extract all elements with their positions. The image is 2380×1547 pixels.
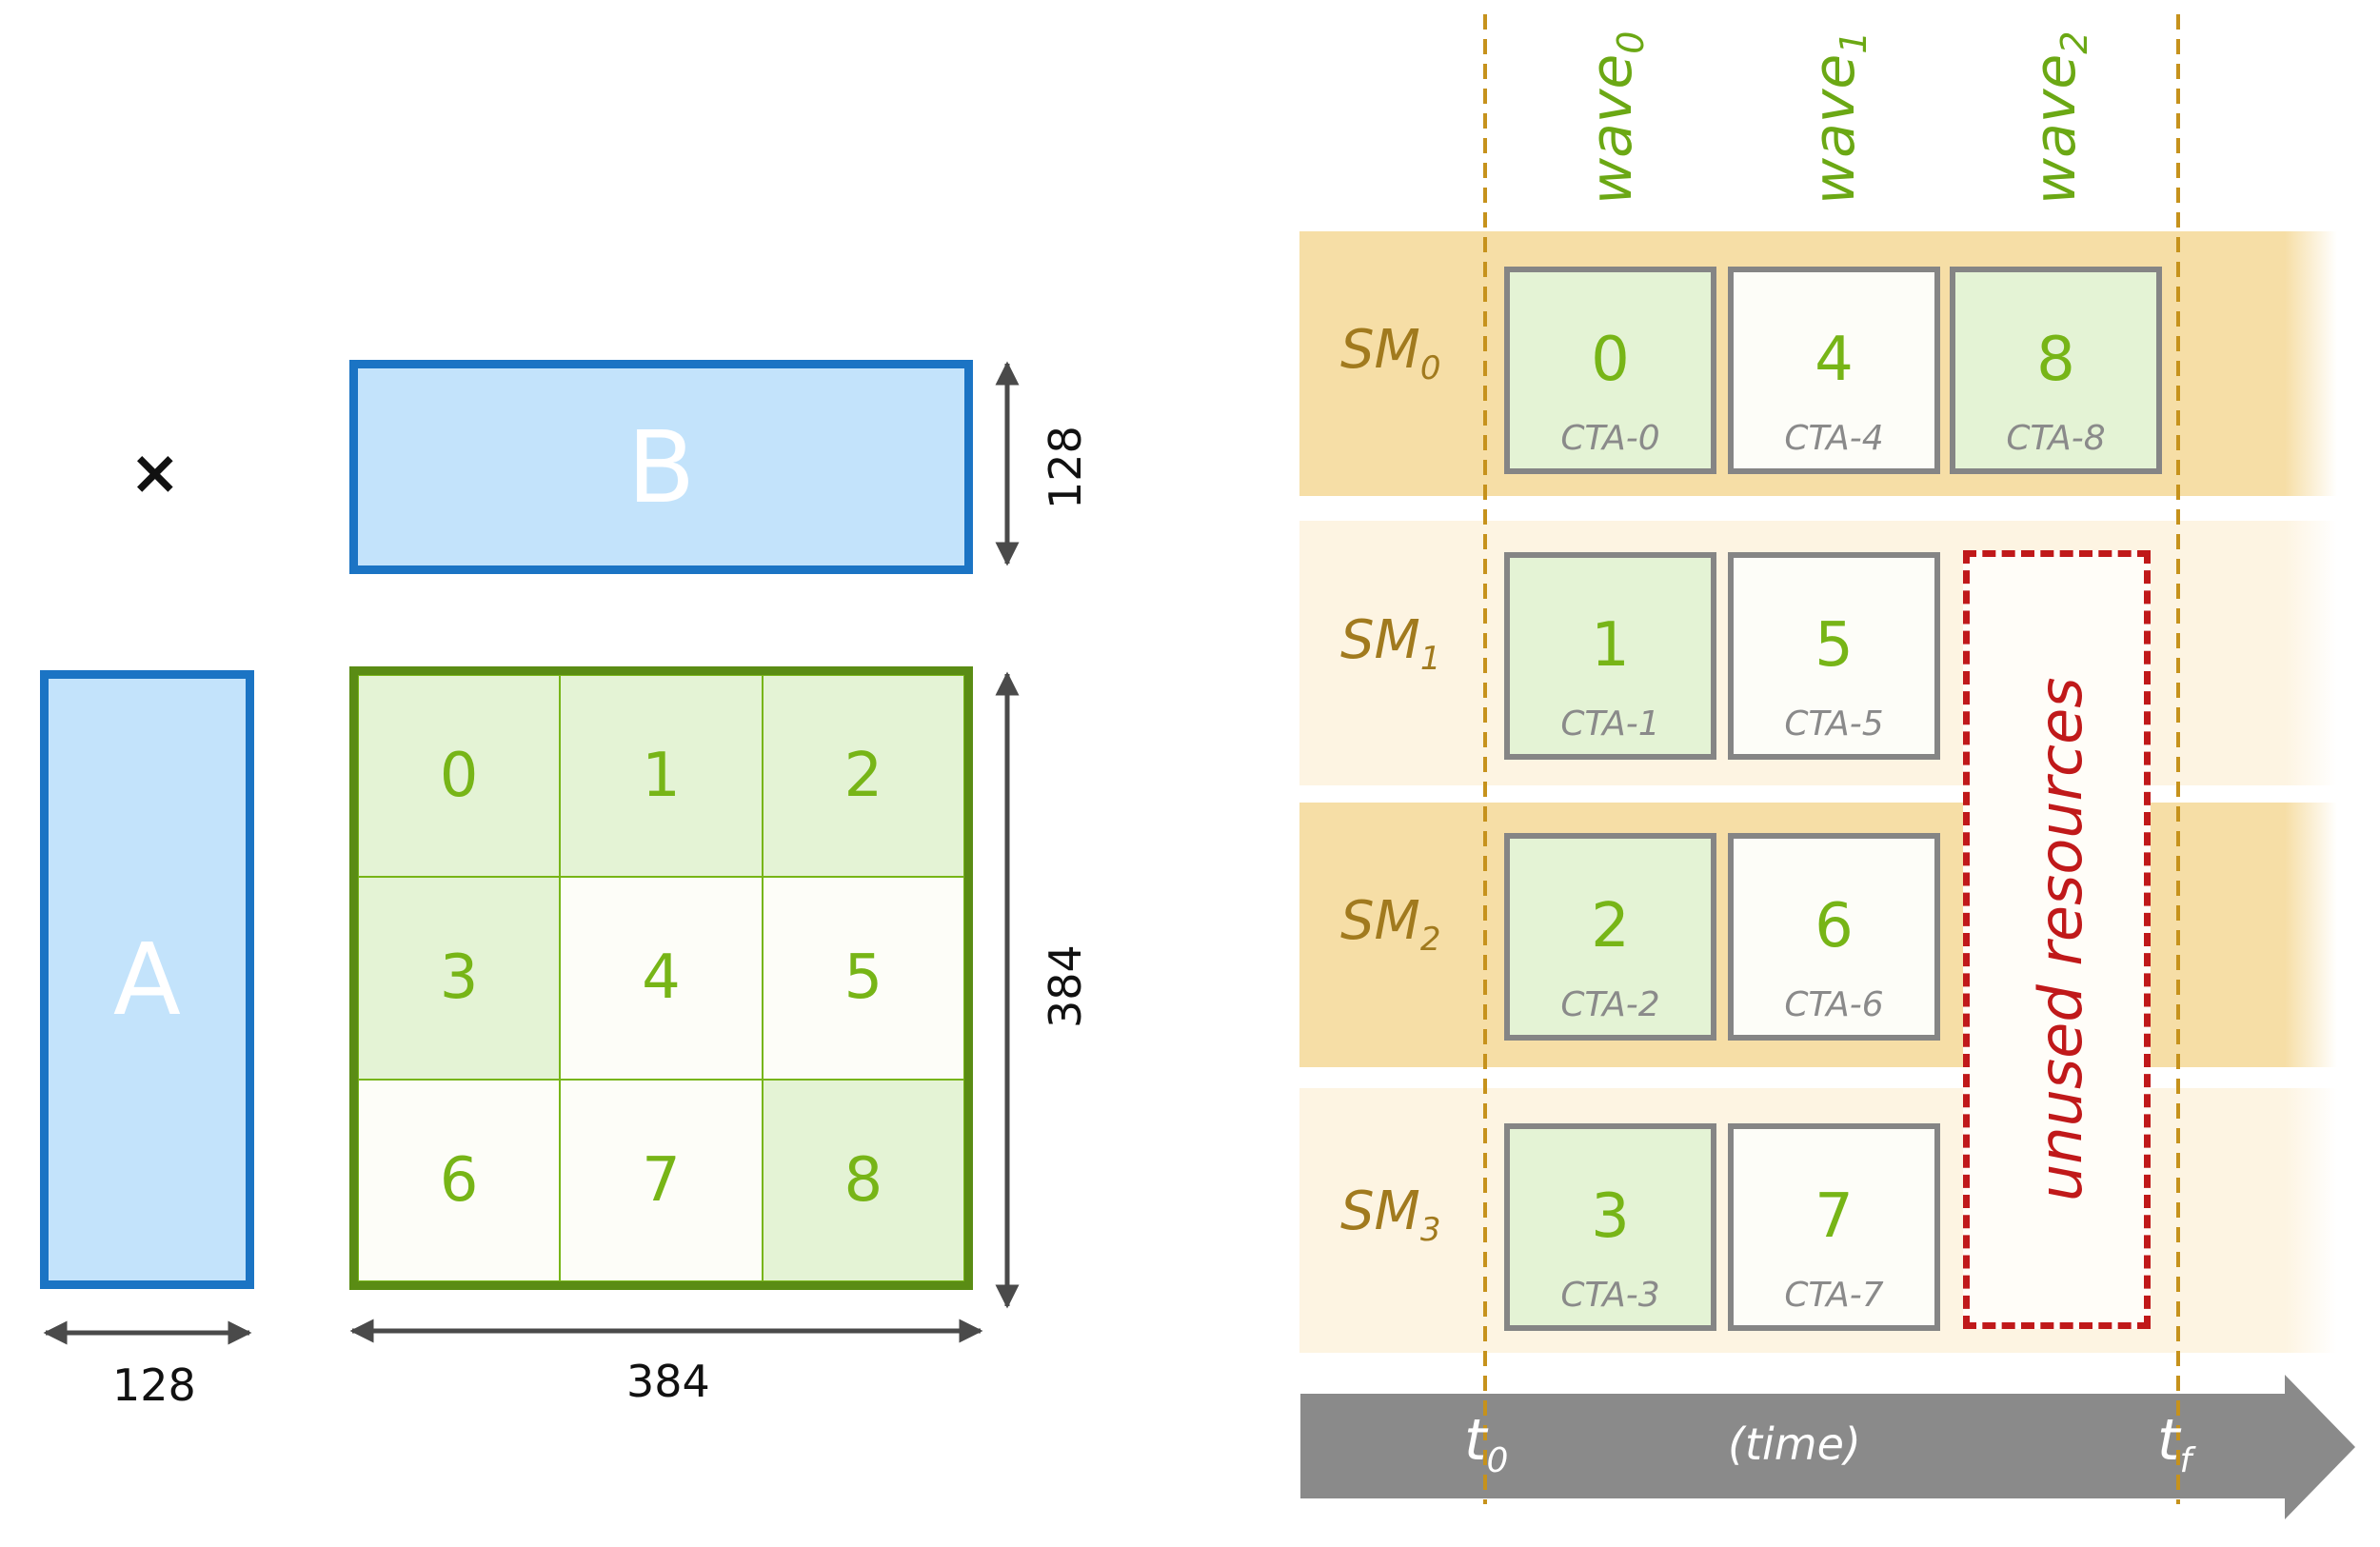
- sm-1-name: SM: [1340, 609, 1420, 671]
- cta-4-label: CTA-4: [1784, 419, 1884, 458]
- sm-3-label: SM3: [1340, 1180, 1441, 1249]
- tile-6: 6: [358, 1079, 561, 1281]
- matrix-a: A: [40, 670, 254, 1289]
- tile-0: 0: [358, 675, 561, 878]
- matrix-a-label: A: [112, 922, 182, 1038]
- sm-3-sub: 3: [1419, 1211, 1441, 1250]
- tf-sub: f: [2179, 1441, 2192, 1480]
- cta-7-number: 7: [1815, 1181, 1854, 1252]
- unused-resources-box: [1963, 550, 2151, 1329]
- cta-8-number: 8: [2036, 325, 2075, 395]
- matrix-b-label: B: [626, 408, 696, 526]
- cta-3-label: CTA-3: [1560, 1276, 1660, 1315]
- cta-8-label: CTA-8: [2006, 419, 2106, 458]
- sm-3-name: SM: [1340, 1180, 1420, 1242]
- tile-7: 7: [560, 1079, 763, 1281]
- cta-3-number: 3: [1591, 1181, 1630, 1252]
- sm-2-name: SM: [1340, 890, 1420, 952]
- cta-6-number: 6: [1815, 891, 1854, 962]
- matrix-c-tiles: 0 1 2 3 4 5 6 7 8: [349, 666, 973, 1290]
- time-label: (time): [1728, 1418, 1861, 1470]
- c-width-label: 384: [626, 1356, 710, 1407]
- cta-5-label: CTA-5: [1784, 704, 1884, 744]
- sm-1-sub: 1: [1419, 640, 1441, 679]
- cta-4-number: 4: [1815, 325, 1854, 395]
- a-width-label: 128: [112, 1359, 196, 1411]
- cta-0-number: 0: [1591, 325, 1630, 395]
- sm-0-sub: 0: [1419, 349, 1441, 388]
- sm-0-name: SM: [1340, 319, 1420, 381]
- tile-1: 1: [560, 675, 763, 878]
- tile-3: 3: [358, 877, 561, 1080]
- tile-5: 5: [762, 877, 964, 1080]
- t0-label: t0: [1464, 1407, 1508, 1480]
- t0-base: t: [1464, 1407, 1487, 1474]
- sm-2-label: SM2: [1340, 890, 1441, 959]
- sm-1-label: SM1: [1340, 609, 1441, 678]
- sm-2-sub: 2: [1419, 921, 1441, 960]
- tile-8: 8: [762, 1079, 964, 1281]
- t0-sub: 0: [1486, 1441, 1509, 1480]
- cta-6-label: CTA-6: [1784, 985, 1884, 1024]
- multiply-symbol: ×: [129, 438, 181, 508]
- time-arrow: [1300, 1375, 2355, 1519]
- cta-0-label: CTA-0: [1560, 419, 1660, 458]
- tf-base: t: [2157, 1407, 2180, 1474]
- cta-1-label: CTA-1: [1560, 704, 1660, 744]
- sm-0-label: SM0: [1340, 319, 1441, 387]
- cta-5-number: 5: [1815, 610, 1854, 681]
- cta-1-number: 1: [1591, 610, 1630, 681]
- tf-label: tf: [2157, 1407, 2192, 1480]
- cta-7-label: CTA-7: [1784, 1276, 1884, 1315]
- cta-2-number: 2: [1591, 891, 1630, 962]
- matrix-b: B: [349, 360, 973, 574]
- cta-2-label: CTA-2: [1560, 985, 1660, 1024]
- tile-4: 4: [560, 877, 763, 1080]
- tile-2: 2: [762, 675, 964, 878]
